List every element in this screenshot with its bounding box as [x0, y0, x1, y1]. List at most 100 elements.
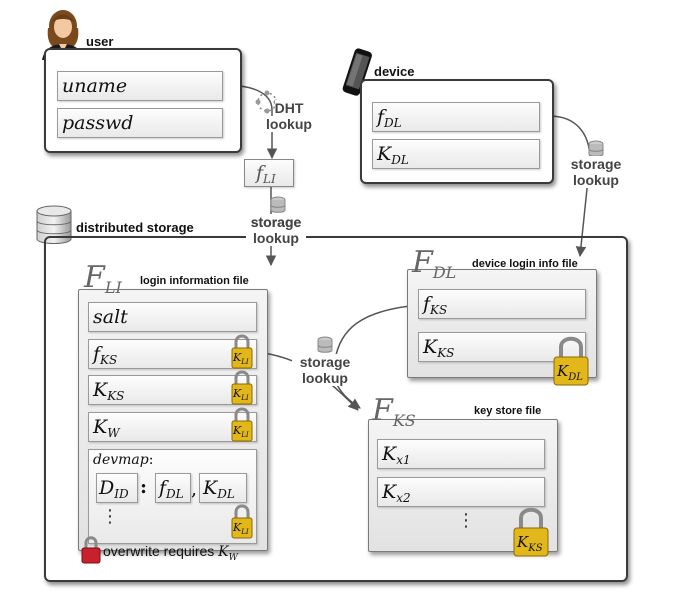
- devmap-label-text: devmap: [93, 452, 149, 468]
- overwrite-note-key-main: K: [218, 544, 229, 560]
- dl-k-ks-main: K: [423, 336, 438, 358]
- overwrite-note-key: KW: [218, 544, 238, 563]
- lock-icon: KDL: [552, 335, 590, 392]
- device-login-title-sub: DL: [432, 263, 457, 282]
- li-f-ks-sub: KS: [100, 353, 118, 367]
- lock-icon: KLI: [231, 406, 253, 447]
- li-k-ks-sub: KS: [107, 389, 125, 403]
- dl-f-ks-text: fKS: [423, 293, 447, 321]
- li-k-ks-text: KKS: [93, 379, 124, 407]
- f-li-main: f: [256, 162, 264, 184]
- dl-f-ks-field: [418, 289, 586, 319]
- login-info-title-sub: LI: [104, 278, 122, 297]
- lock-key-main: K: [557, 362, 569, 380]
- storage-lookup-1-overlay-line1: storage: [250, 214, 302, 230]
- lock-key-sub: LI: [241, 358, 249, 367]
- li-k-w-sub: W: [107, 426, 120, 440]
- lock-key-label: KLI: [233, 521, 249, 536]
- lock-icon: KKS: [512, 506, 550, 563]
- kx2-main: K: [382, 481, 397, 503]
- devmap-k-dl-sub: DL: [217, 487, 235, 501]
- dl-k-ks-text: KKS: [423, 336, 454, 364]
- lock-key-label: KDL: [557, 362, 583, 383]
- device-f-dl-text: fDL: [377, 106, 402, 134]
- devmap-f-dl-field: [155, 473, 191, 503]
- storage-lookup-1-overlay: storage lookup: [244, 214, 308, 246]
- devmap-d-id-text: DID: [99, 477, 129, 505]
- key-store-title-main: F: [372, 393, 393, 428]
- f-li-pointer-text: fLI: [256, 162, 276, 190]
- overwrite-note-key-sub: W: [228, 552, 238, 563]
- devmap-map-colon: :: [140, 476, 148, 498]
- lock-key-sub: LI: [241, 431, 249, 440]
- storage-lookup-3: storage lookup: [292, 354, 358, 386]
- li-k-w-field: [88, 412, 257, 442]
- login-info-file-title: FLI: [84, 263, 122, 303]
- database-icon: [317, 336, 333, 353]
- kx1-main: K: [382, 443, 397, 465]
- kx1-field: [377, 439, 545, 469]
- li-f-ks-field: [88, 339, 257, 369]
- lock-key-sub: LI: [241, 528, 249, 537]
- key-store-file-label: key store file: [474, 405, 542, 417]
- devmap-f-dl-main: f: [159, 477, 167, 499]
- storage-lookup-1-line1: storage: [250, 214, 302, 230]
- device-f-main: f: [377, 106, 385, 128]
- kx2-sub: x2: [396, 491, 411, 505]
- dht-lookup-line2: lookup: [266, 116, 312, 132]
- lock-key-main: K: [517, 533, 529, 551]
- devmap-label-colon: :: [148, 452, 154, 468]
- device-f-sub: DL: [384, 116, 402, 130]
- li-f-ks-text: fKS: [93, 343, 117, 371]
- lock-key-sub: DL: [568, 372, 583, 383]
- device-login-file-title: FDL: [412, 248, 456, 288]
- key-store-file-title: FKS: [372, 396, 416, 436]
- uname-field: [57, 71, 223, 101]
- passwd-text: passwd: [62, 112, 134, 134]
- dl-f-ks-sub: KS: [430, 303, 448, 317]
- login-info-title-main: F: [84, 260, 105, 295]
- kx2-text: Kx2: [382, 481, 411, 509]
- login-info-file-label: login information file: [140, 275, 249, 287]
- devmap-d-id-main: D: [99, 477, 115, 499]
- devmap-f-dl-text: fDL: [159, 477, 184, 505]
- lock-key-label: KLI: [233, 387, 249, 402]
- storage-lookup-1-overlay-line2: lookup: [253, 230, 299, 246]
- overwrite-note-text: overwrite requires: [103, 543, 219, 559]
- lock-key-main: K: [233, 387, 242, 400]
- device-login-file-label: device login info file: [472, 258, 578, 270]
- li-k-w-main: K: [93, 416, 108, 438]
- kx1-text: Kx1: [382, 443, 411, 471]
- storage-lookup-1-bg: [246, 228, 306, 246]
- lock-key-main: K: [233, 424, 242, 437]
- devmap-f-dl-sub: DL: [166, 487, 184, 501]
- devmap-k-dl-field: [199, 473, 247, 503]
- lock-key-label: KLI: [233, 351, 249, 366]
- storage-lookup-3-line2: lookup: [302, 370, 348, 386]
- storage-lookup-3-line1: storage: [299, 354, 351, 370]
- lock-key-sub: KS: [528, 543, 543, 554]
- devmap-label: devmap:: [93, 452, 153, 468]
- device-k-dl-text: KDL: [377, 143, 409, 171]
- devmap-k-dl-main: K: [203, 477, 218, 499]
- devmap-d-id-sub: ID: [114, 487, 129, 501]
- f-li-pointer-box: [244, 159, 294, 187]
- dht-lookup-line1: DHT: [274, 100, 304, 116]
- lock-icon: KLI: [231, 333, 253, 374]
- li-f-ks-main: f: [93, 343, 101, 365]
- lock-icon: KLI: [231, 503, 253, 544]
- dl-k-ks-sub: KS: [437, 346, 455, 360]
- device-k-main: K: [377, 143, 392, 165]
- key-store-ellipsis: ⋮: [457, 510, 475, 531]
- device-f-dl-field: [372, 102, 540, 132]
- lock-key-label: KLI: [233, 424, 249, 439]
- kx1-sub: x1: [396, 453, 411, 467]
- f-li-sub: LI: [263, 172, 276, 186]
- storage-lookup-2-line1: storage: [570, 156, 622, 172]
- li-k-w-text: KW: [93, 416, 120, 444]
- lock-icon: KLI: [231, 369, 253, 410]
- salt-field: [88, 302, 257, 332]
- kx2-field: [377, 477, 545, 507]
- salt-text: salt: [93, 306, 128, 328]
- distributed-storage-database-icon: [36, 205, 72, 244]
